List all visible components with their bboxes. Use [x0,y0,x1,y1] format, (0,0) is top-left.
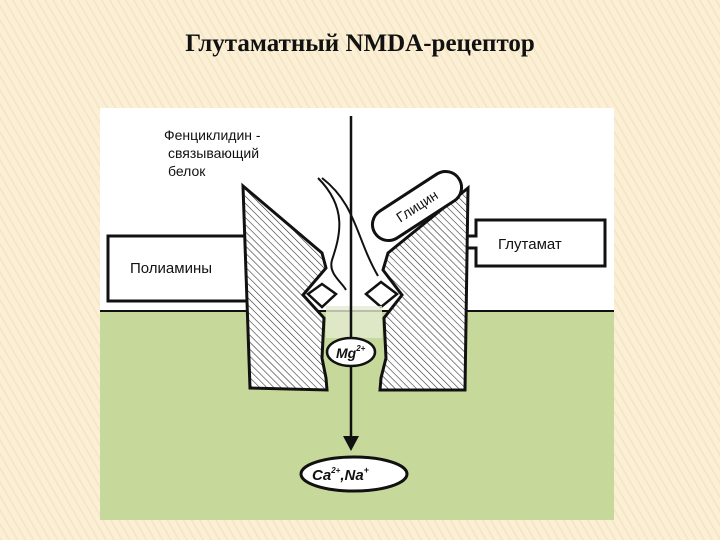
pcp-label-line-2: связывающий [168,145,259,161]
ion-flow-arrowhead [343,436,359,451]
right-binding-site [364,280,400,309]
pcp-protein-left-curve [317,177,347,291]
calcium-sodium-ions [299,455,409,493]
slide-title: Глутаматный NMDA-рецептор [185,30,535,57]
magnesium-ion [325,336,377,368]
channel-pore [326,306,382,338]
pcp-label-line-1: Фенциклидин - [164,127,261,143]
right-receptor-subunit [378,184,470,392]
pcp-protein-label: Фенциклидин - связывающий белок [164,127,264,179]
left-binding-site [306,282,338,309]
glutamate-label: Глутамат [498,236,562,253]
polyamines-label: Полиамины [130,260,212,277]
pcp-label-line-3: белок [168,163,206,179]
ca-na-label: Ca2+,Na+ [312,465,370,484]
pcp-protein-right-curve [321,177,379,277]
nmda-receptor-diagram: Полиамины Глутамат Глицин Mg2+ Ca2+,Na+ … [100,108,614,520]
mg-label: Mg2+ [336,344,366,361]
left-receptor-subunit [241,182,329,392]
glycine-pill: Глицин [370,169,464,243]
